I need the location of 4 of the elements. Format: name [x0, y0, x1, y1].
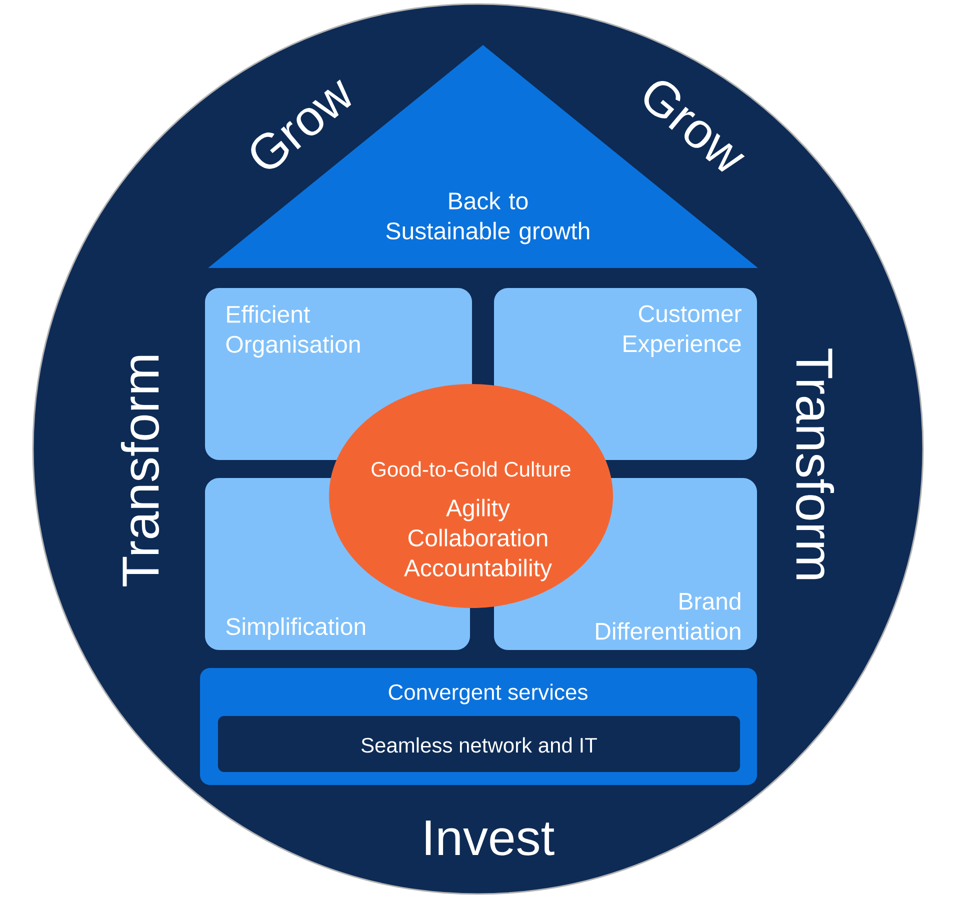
network-bar: Seamless network and IT: [218, 716, 740, 772]
section-label: Invest: [426, 820, 554, 856]
section-label: Transform: [796, 348, 834, 580]
section-label: Transform: [120, 356, 160, 586]
